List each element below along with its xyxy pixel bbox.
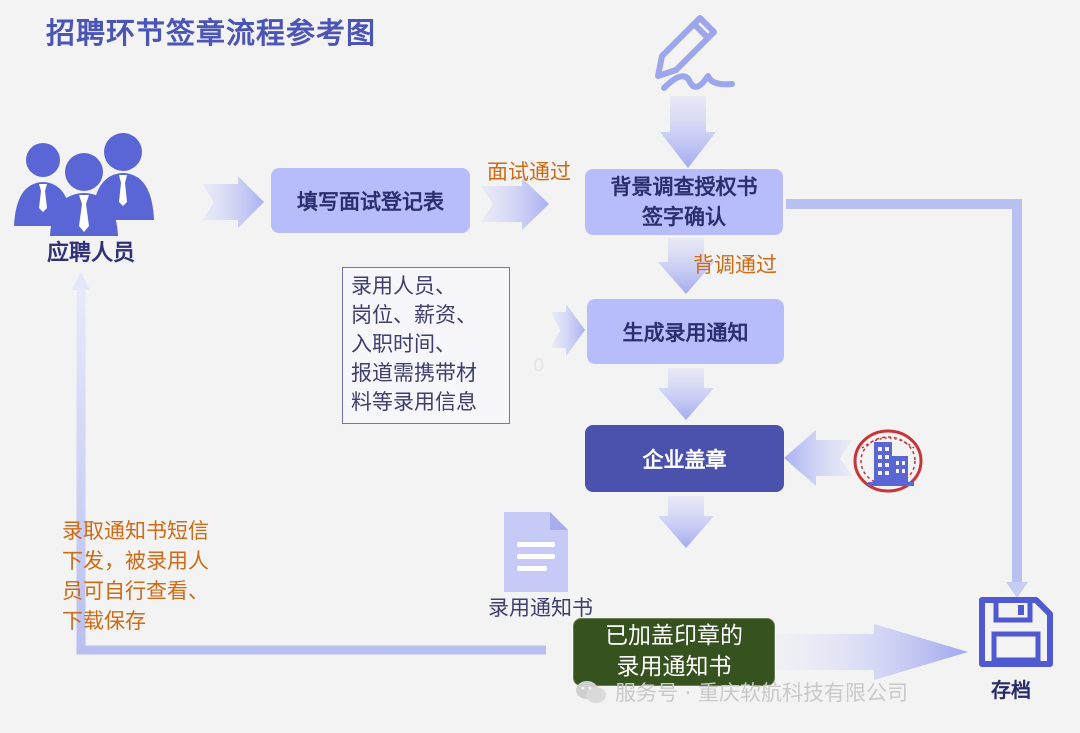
line-final-to-applicant	[76, 288, 546, 655]
arrow-final-to-archive	[776, 624, 968, 680]
document-icon	[504, 512, 568, 592]
offer-info-box: 录用人员、 岗位、薪资、 入职时间、 报道需携带材 料等录用信息	[342, 267, 510, 424]
applicant-label: 应聘人员	[47, 241, 136, 266]
sms-note-line: 下发，被录用人	[62, 549, 209, 573]
background-pass-label: 背调通过	[693, 253, 777, 277]
fill-interview-form-step: 填写面试登记表	[271, 168, 470, 233]
watermark-text: 服务号 · 重庆软航科技有限公司	[615, 681, 909, 705]
wechat-icon	[576, 681, 606, 703]
pen-sign-icon	[655, 15, 735, 91]
sms-note-line: 下载保存	[62, 609, 146, 633]
people-group-icon	[14, 133, 154, 236]
watermark: 服务号 · 重庆软航科技有限公司	[575, 677, 908, 707]
arrow-pen-to-background	[660, 96, 716, 168]
arrowhead-to-applicant	[72, 272, 90, 290]
page-title: 招聘环节签章流程参考图	[46, 16, 377, 50]
document-label: 录用通知书	[488, 596, 593, 620]
stray-mark: 0	[533, 355, 545, 376]
arrow-seal-to-final	[658, 496, 714, 548]
arrow-generate-to-seal	[658, 368, 714, 420]
company-seal-step: 企业盖章	[585, 425, 784, 492]
generate-offer-step: 生成录用通知	[587, 299, 784, 364]
sealed-offer-letter-step: 已加盖印章的 录用通知书	[573, 618, 775, 686]
offer-info-line: 报道需携带材	[351, 361, 477, 385]
save-archive-icon	[979, 597, 1053, 667]
offer-info-line: 料等录用信息	[351, 390, 477, 414]
arrow-form-to-background	[481, 178, 549, 230]
sealed-offer-line-1: 已加盖印章的	[605, 623, 743, 649]
arrow-info-to-generate	[551, 304, 585, 356]
arrow-background-to-generate	[658, 238, 714, 294]
arrow-stamp-to-seal	[784, 430, 852, 486]
background-check-line-2: 签字确认	[642, 205, 726, 229]
offer-info-line: 录用人员、	[351, 274, 456, 298]
offer-info-line: 岗位、薪资、	[351, 303, 477, 327]
background-check-line-1: 背景调查授权书	[610, 175, 758, 199]
company-stamp-icon	[853, 429, 923, 493]
line-background-to-archive	[786, 199, 1022, 584]
sms-notification-note: 录取通知书短信 下发，被录用人 员可自行查看、 下载保存	[62, 516, 209, 636]
offer-info-line: 入职时间、	[351, 332, 456, 356]
sms-note-line: 员可自行查看、	[62, 579, 209, 603]
sms-note-line: 录取通知书短信	[62, 519, 209, 543]
archive-label: 存档	[991, 678, 1031, 702]
background-check-step: 背景调查授权书 签字确认	[585, 169, 783, 235]
arrowhead-to-archive	[1006, 582, 1028, 598]
arrow-applicant-to-form	[202, 176, 264, 228]
sealed-offer-line-2: 录用通知书	[616, 654, 732, 680]
interview-pass-label: 面试通过	[487, 160, 571, 184]
